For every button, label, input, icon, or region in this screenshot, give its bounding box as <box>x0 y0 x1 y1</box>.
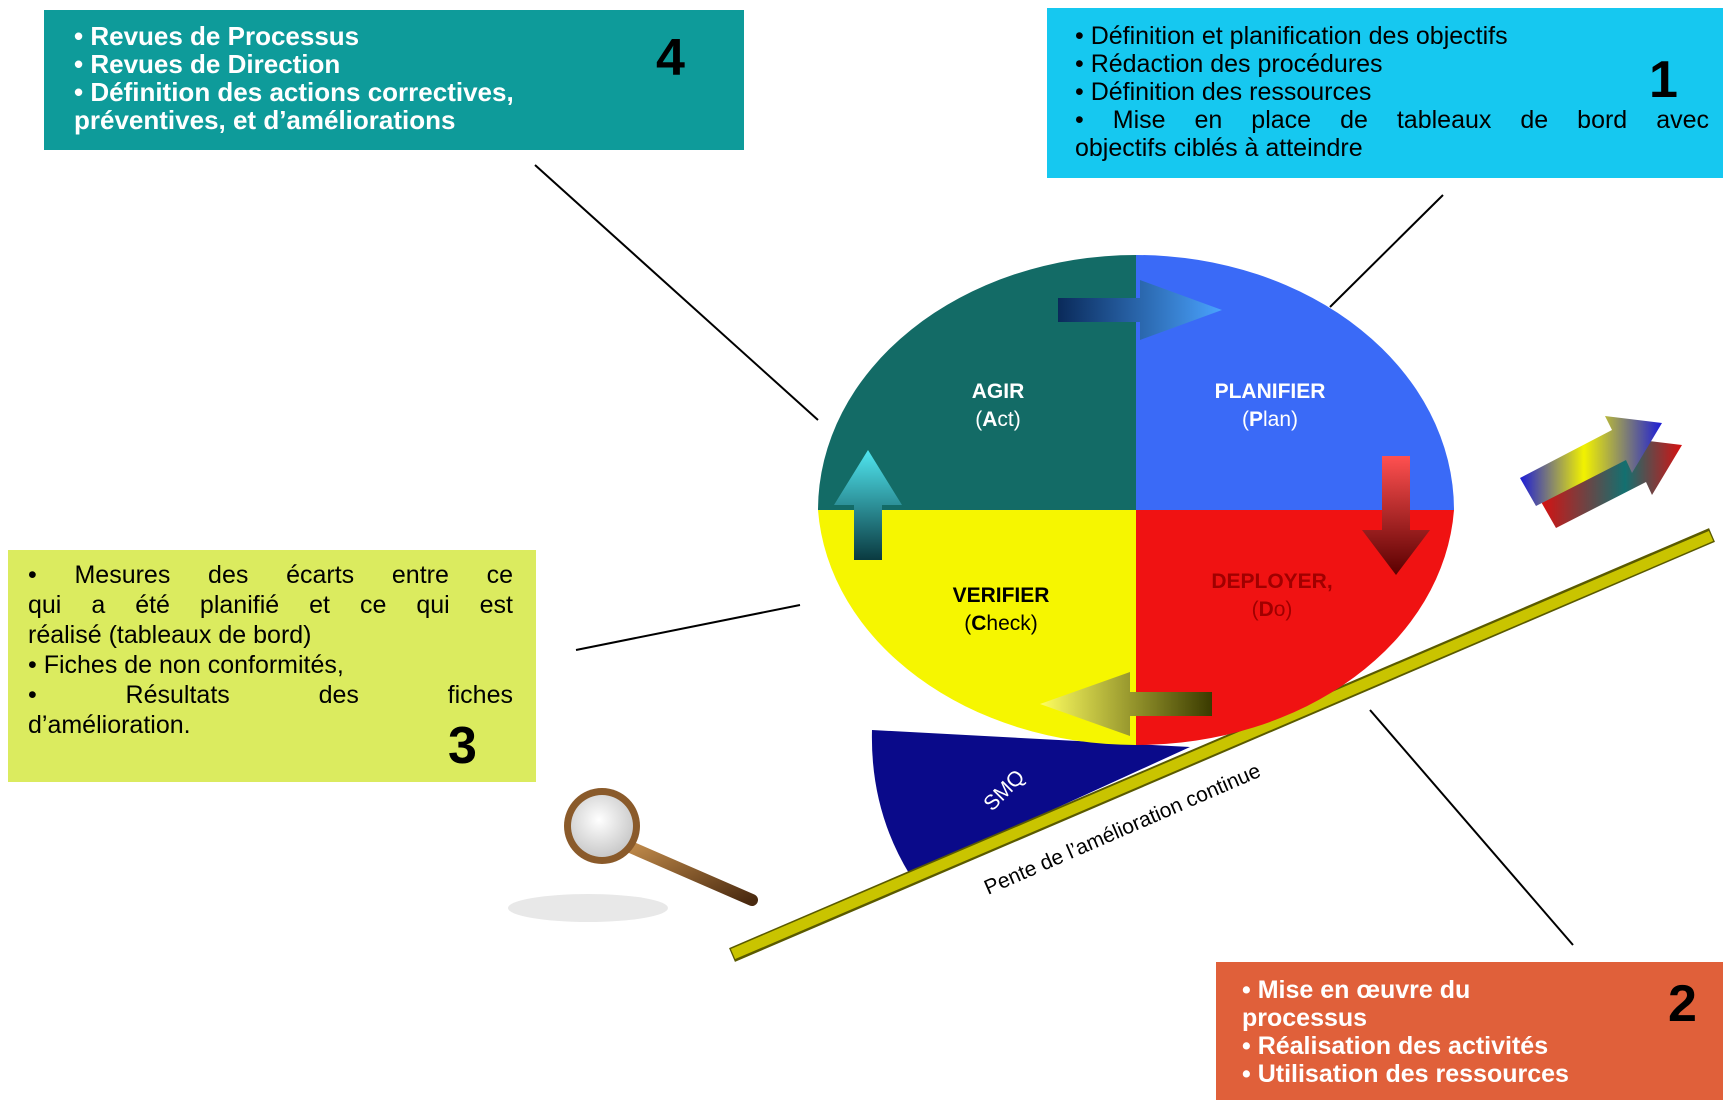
plan-label: PLANIFIER <box>1215 380 1326 403</box>
plan-box-line: objectifs ciblés à atteindre <box>1075 134 1363 162</box>
do-box-line: • Mise en œuvre du <box>1242 976 1471 1004</box>
connector-line-check <box>575 604 801 651</box>
do-box-line: processus <box>1242 1004 1368 1032</box>
check-box-line: • Résultats des fiches <box>28 681 513 709</box>
act-box-line: préventives, et d’améliorations <box>74 105 456 135</box>
do-box-line: • Utilisation des ressources <box>1242 1060 1569 1088</box>
smq-wedge <box>871 730 1190 875</box>
do-quadrant <box>1136 510 1454 746</box>
connector-line-act <box>534 164 819 421</box>
connector-line-plan <box>1329 194 1444 308</box>
plan-description-box: • Définition et planification des object… <box>1047 8 1723 178</box>
arrow-left-icon <box>1040 672 1212 736</box>
plan-box-line: • Rédaction des procédures <box>1075 50 1383 78</box>
act-box-line: • Revues de Processus <box>74 21 360 51</box>
plan-box-line: • Mise en place de tableaux de bord avec <box>1075 106 1709 134</box>
plan-box-line: • Définition et planification des object… <box>1075 22 1508 50</box>
check-box-line: qui a été planifié et ce qui est <box>28 591 513 619</box>
act-quadrant <box>818 255 1136 510</box>
plan-sublabel: (Plan) <box>1242 408 1298 431</box>
check-box-line: • Fiches de non conformités, <box>28 651 344 679</box>
check-box-line: réalisé (tableaux de bord) <box>28 621 312 649</box>
plan-quadrant <box>1136 255 1454 510</box>
check-sublabel: (Check) <box>964 612 1038 635</box>
act-box-line: • Revues de Direction <box>74 49 341 79</box>
check-quadrant <box>818 510 1136 746</box>
act-box-line: • Définition des actions correctives, <box>74 77 514 107</box>
do-sublabel: (Do) <box>1252 598 1293 621</box>
do-step-number: 2 <box>1668 975 1697 1033</box>
do-label: DEPLOYER, <box>1211 570 1332 593</box>
magnifier-icon <box>508 788 758 922</box>
plan-step-number: 1 <box>1649 51 1678 109</box>
do-box-line: • Réalisation des activités <box>1242 1032 1549 1060</box>
arrow-right-icon <box>1058 280 1222 340</box>
check-box-line: • Mesures des écarts entre ce <box>28 561 513 589</box>
arrow-down-icon <box>1362 456 1430 575</box>
act-description-box: • Revues de Processus • Revues de Direct… <box>44 10 744 150</box>
act-step-number: 4 <box>656 29 685 87</box>
act-sublabel: (Act) <box>975 408 1021 431</box>
do-description-box: • Mise en œuvre du processus • Réalisati… <box>1216 962 1723 1100</box>
arrow-up-icon <box>834 450 902 560</box>
slope-bar-fill <box>730 530 1714 960</box>
tricolor-arrow-icon <box>1520 416 1682 528</box>
check-box-line: d’amélioration. <box>28 711 191 739</box>
act-label: AGIR <box>972 380 1025 403</box>
connector-line-do <box>1369 709 1574 946</box>
check-description-box: • Mesures des écarts entre ce qui a été … <box>8 550 536 782</box>
check-step-number: 3 <box>448 717 477 775</box>
check-label: VERIFIER <box>953 584 1050 607</box>
plan-box-line: • Définition des ressources <box>1075 78 1372 106</box>
